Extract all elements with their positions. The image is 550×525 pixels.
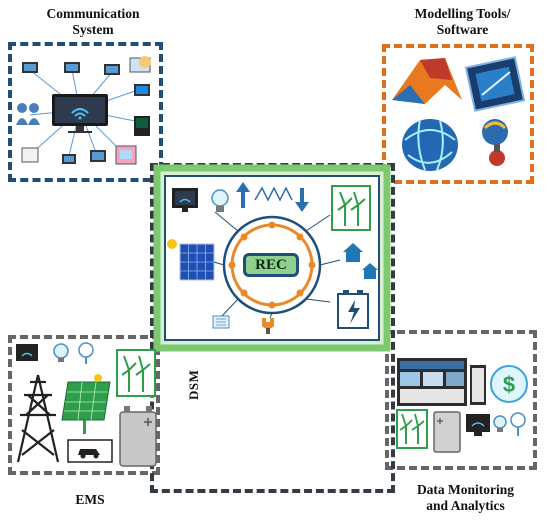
communication-box [8, 42, 163, 182]
modelling-label: Modelling Tools/ Software [380, 6, 545, 38]
ems-box [8, 335, 160, 475]
dollar-icon: $ [490, 365, 528, 403]
monitor-icon [466, 414, 490, 436]
dashboard-screens-icon [397, 358, 486, 406]
communication-label: Communication System [8, 6, 178, 38]
data-monitoring-box [385, 330, 537, 470]
solar-panel-icon [179, 243, 215, 281]
fan-icon [510, 412, 526, 436]
ems-label: EMS [75, 492, 105, 507]
globe-fire-icon [482, 119, 508, 166]
modelling-label-line1: Modelling Tools/ [414, 6, 511, 21]
communication-label-line1: Communication [46, 6, 140, 21]
svg-text:$: $ [503, 372, 515, 397]
bulb-icon [211, 189, 229, 212]
computer-network-icon [172, 188, 198, 212]
arrows-icon [236, 182, 309, 212]
communication-label-line2: System [72, 22, 114, 37]
wind-turbine-icon [331, 185, 371, 231]
monitor-icon [16, 344, 38, 361]
battery-icon [119, 406, 157, 467]
wind-turbine-icon [396, 409, 428, 449]
rec-label: REC [243, 253, 299, 277]
globe-mesh-icon [402, 119, 458, 171]
bulb-icon [53, 343, 69, 362]
data-monitoring-label-line2: and Analytics [426, 498, 505, 513]
data-monitoring-label-line1: Data Monitoring [416, 482, 515, 497]
modelling-label-line2: Software [436, 22, 489, 37]
modelling-box [382, 44, 534, 184]
plug-icon [262, 318, 274, 334]
software-window-icon [464, 56, 526, 112]
rec-ring [213, 211, 341, 319]
battery-icon [337, 290, 369, 329]
sun-icon [167, 239, 177, 249]
solar-panel-icon [61, 374, 111, 434]
wind-turbine-icon [116, 349, 156, 397]
building-icon [212, 315, 230, 329]
bulb-icon [493, 415, 507, 432]
house-icon [343, 243, 378, 279]
matlab-icon [392, 58, 462, 104]
computer-network-icon [16, 56, 151, 165]
electric-car-icon [67, 439, 113, 463]
battery-icon [433, 411, 461, 453]
power-tower-icon [16, 374, 60, 463]
fan-icon [78, 342, 94, 364]
data-monitoring-label: Data Monitoring and Analytics [388, 482, 543, 514]
